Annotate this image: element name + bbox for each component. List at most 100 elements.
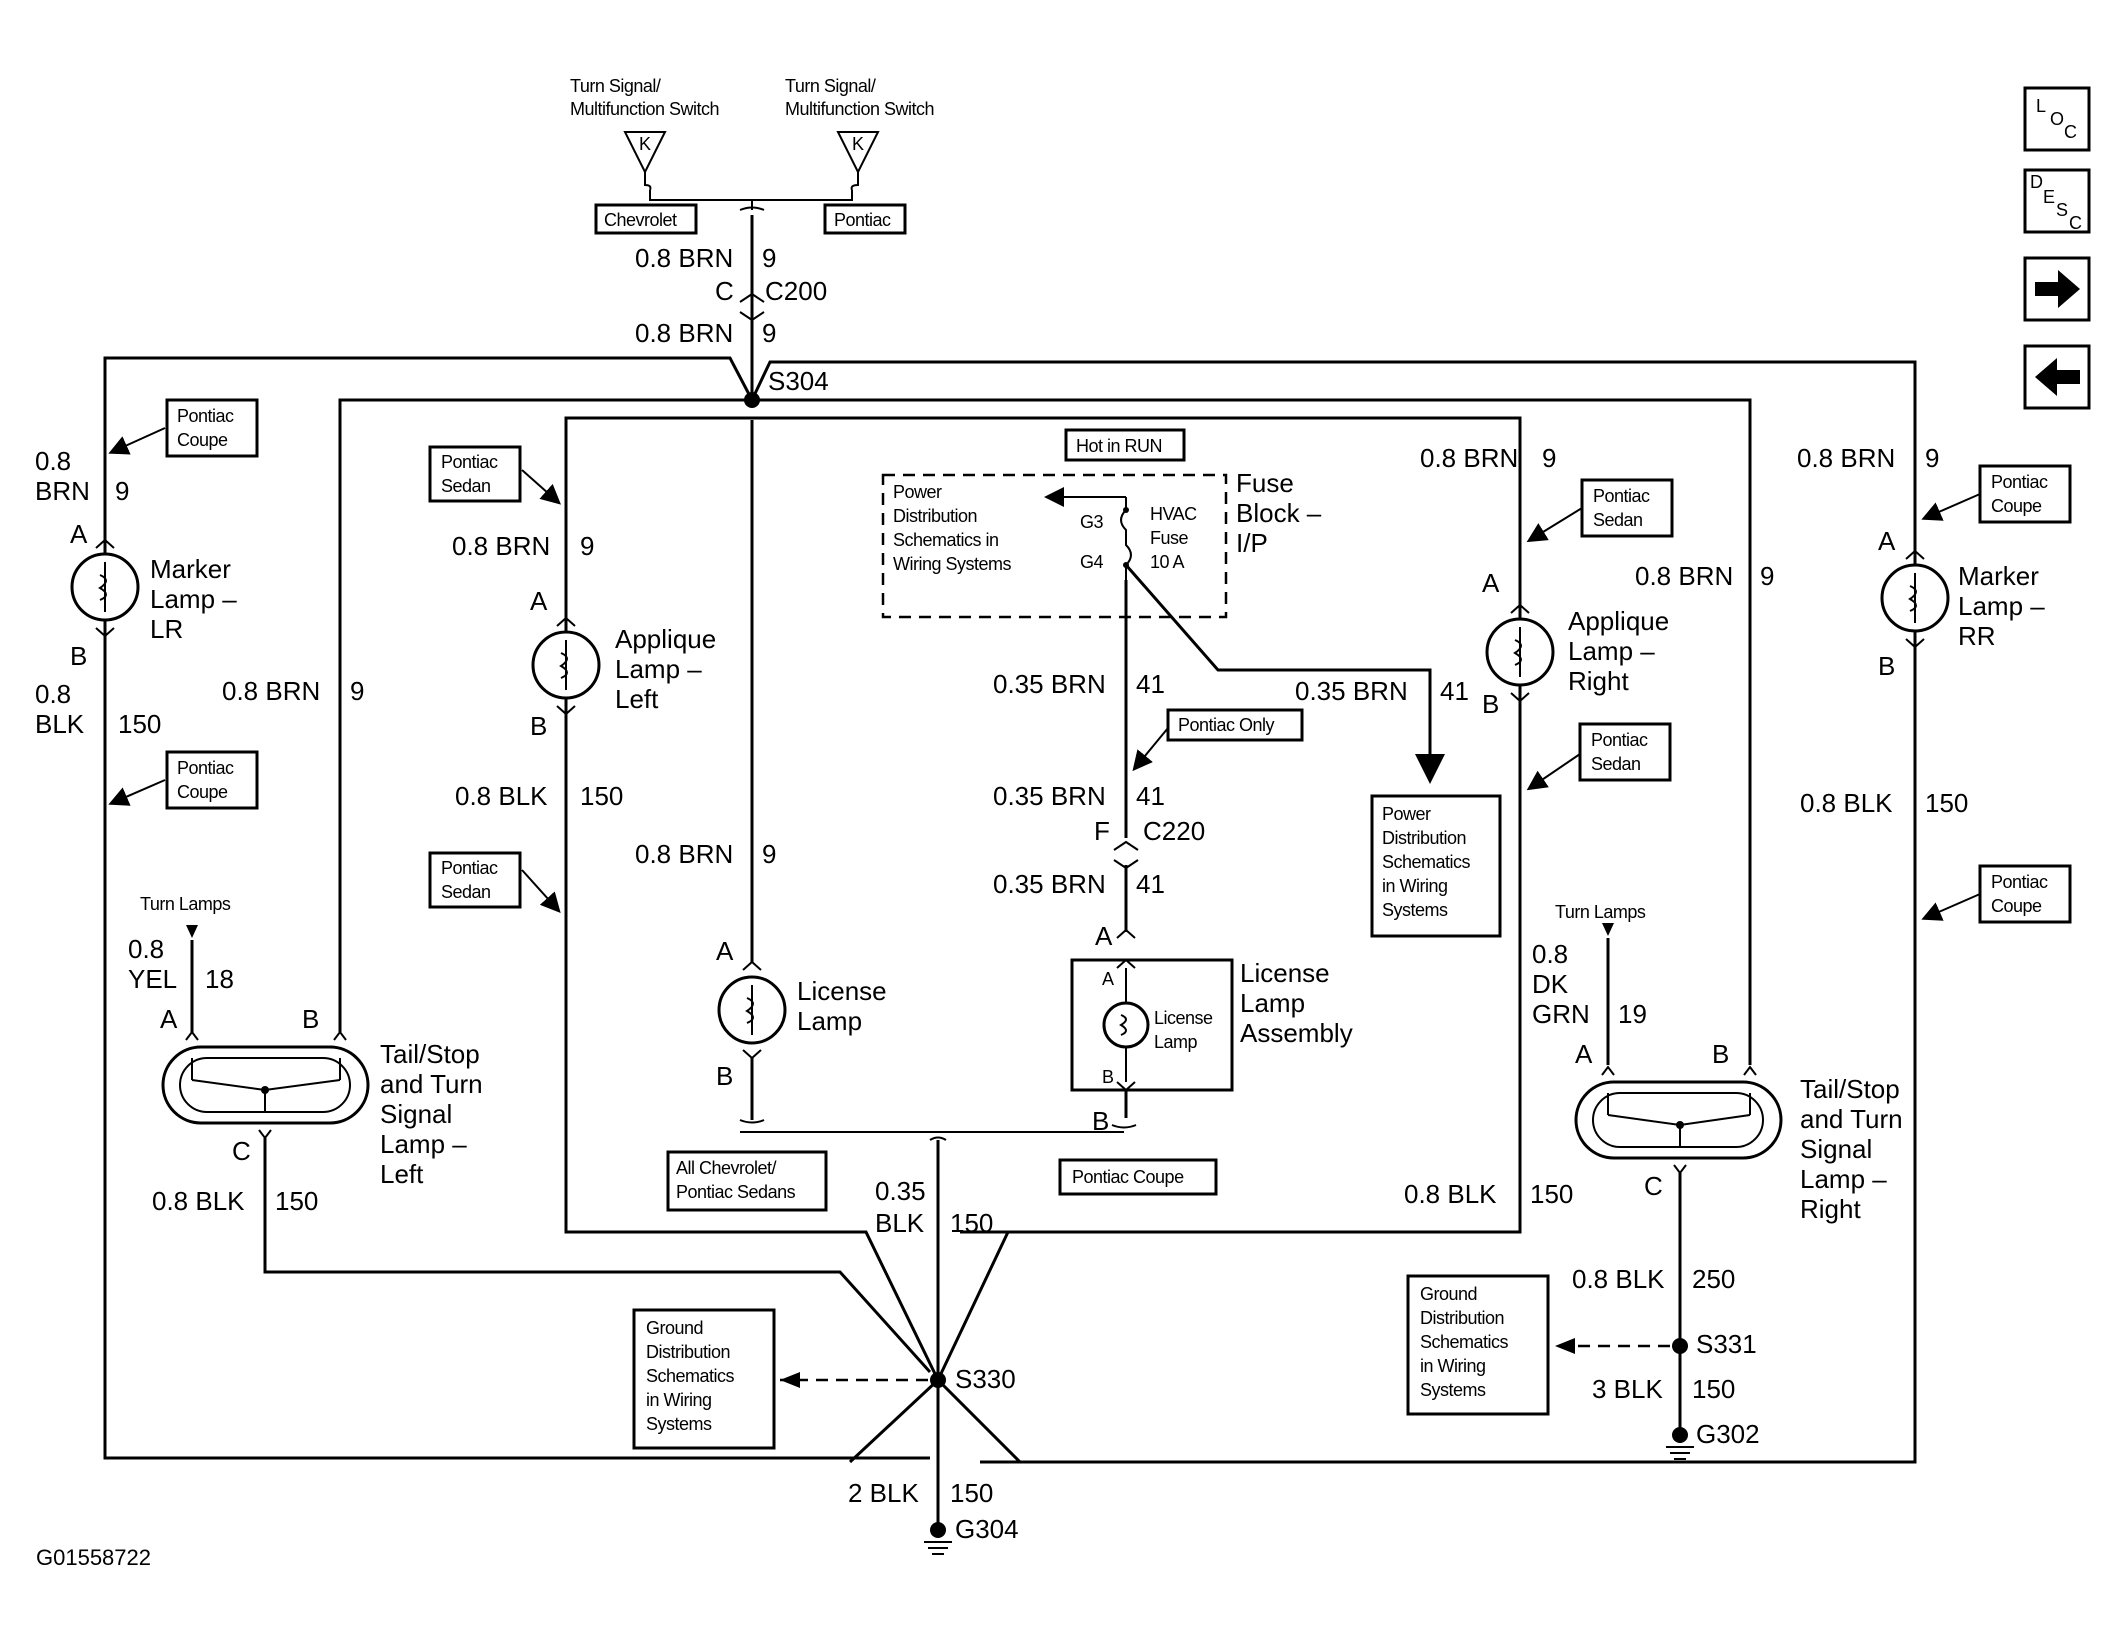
svg-text:B: B: [302, 1004, 319, 1034]
tag-hot-in-run: Hot in RUN: [1064, 428, 1186, 462]
svg-text:Distribution: Distribution: [1420, 1308, 1504, 1328]
next-page-button[interactable]: [2023, 256, 2091, 322]
svg-text:C: C: [715, 276, 734, 306]
svg-text:150: 150: [1692, 1374, 1735, 1404]
svg-text:L: L: [2036, 96, 2046, 116]
svg-text:Tail/Stop: Tail/Stop: [1800, 1074, 1900, 1104]
svg-text:A: A: [1102, 969, 1114, 989]
prev-page-button[interactable]: [2023, 344, 2091, 410]
svg-text:G4: G4: [1080, 552, 1104, 572]
svg-text:K: K: [852, 134, 864, 154]
fuse-block-ip: Power Distribution Schematics in Wiring …: [881, 473, 1228, 619]
svg-text:C220: C220: [1143, 816, 1205, 846]
tag-pontiac-sedan-left-bottom: Pontiac Sedan: [428, 851, 561, 913]
svg-text:C: C: [232, 1136, 251, 1166]
svg-text:Left: Left: [380, 1159, 424, 1189]
switch-chevrolet: Turn Signal/ Multifunction Switch K Chev…: [570, 76, 720, 235]
svg-text:Wiring Systems: Wiring Systems: [893, 554, 1012, 574]
svg-text:0.8 BLK: 0.8 BLK: [152, 1186, 245, 1216]
svg-text:O: O: [2050, 109, 2064, 129]
svg-text:HVAC: HVAC: [1150, 504, 1197, 524]
svg-text:B: B: [70, 641, 87, 671]
svg-text:B: B: [1102, 1067, 1114, 1087]
gds-box-right: Ground Distribution Schematics in Wiring…: [1406, 1274, 1550, 1416]
svg-text:A: A: [1482, 568, 1500, 598]
svg-text:Multifunction Switch: Multifunction Switch: [570, 99, 719, 119]
svg-text:0.8 BRN: 0.8 BRN: [222, 676, 320, 706]
pds-reference-box: Power Distribution Schematics in Wiring …: [1370, 794, 1502, 938]
svg-text:B: B: [530, 711, 547, 741]
arrow-right-icon: [2035, 270, 2080, 308]
svg-text:41: 41: [1440, 676, 1469, 706]
svg-text:and Turn: and Turn: [1800, 1104, 1903, 1134]
svg-text:Right: Right: [1568, 666, 1629, 696]
svg-text:0.8: 0.8: [128, 934, 164, 964]
svg-text:9: 9: [1925, 443, 1939, 473]
svg-text:Multifunction Switch: Multifunction Switch: [785, 99, 934, 119]
svg-text:Ground: Ground: [1420, 1284, 1477, 1304]
svg-text:F: F: [1094, 816, 1110, 846]
desc-button[interactable]: D E S C: [2023, 168, 2091, 234]
svg-text:0.8 BRN: 0.8 BRN: [452, 531, 550, 561]
svg-text:150: 150: [1925, 788, 1968, 818]
svg-text:G304: G304: [955, 1514, 1019, 1544]
svg-text:in Wiring: in Wiring: [646, 1390, 712, 1410]
svg-text:Power: Power: [893, 482, 942, 502]
svg-text:License: License: [1154, 1008, 1213, 1028]
svg-text:Ground: Ground: [646, 1318, 703, 1338]
svg-text:0.8 BRN: 0.8 BRN: [635, 243, 733, 273]
svg-text:9: 9: [762, 243, 776, 273]
svg-text:Fuse: Fuse: [1236, 468, 1294, 498]
svg-text:Schematics: Schematics: [1420, 1332, 1509, 1352]
svg-text:Left: Left: [615, 684, 659, 714]
svg-text:150: 150: [275, 1186, 318, 1216]
svg-text:0.8 BRN: 0.8 BRN: [635, 839, 733, 869]
svg-text:Power: Power: [1382, 804, 1431, 824]
svg-text:in Wiring: in Wiring: [1420, 1356, 1486, 1376]
loc-button[interactable]: L O C: [2023, 86, 2091, 152]
svg-text:A: A: [160, 1004, 178, 1034]
svg-text:I/P: I/P: [1236, 528, 1268, 558]
svg-text:150: 150: [1530, 1179, 1573, 1209]
tag-pontiac-sedan-right-top: Pontiac Sedan: [1526, 478, 1674, 543]
svg-text:41: 41: [1136, 781, 1165, 811]
svg-text:YEL: YEL: [128, 964, 177, 994]
svg-text:9: 9: [580, 531, 594, 561]
svg-text:19: 19: [1618, 999, 1647, 1029]
tail-stop-turn-lamp-left: [161, 1030, 370, 1140]
svg-text:Pontiac Coupe: Pontiac Coupe: [1072, 1167, 1184, 1187]
tag-pontiac-coupe-rr-bottom: Pontiac Coupe: [1921, 864, 2072, 924]
svg-text:Turn Lamps: Turn Lamps: [140, 894, 231, 914]
svg-text:2 BLK: 2 BLK: [848, 1478, 919, 1508]
license-lamp: [717, 960, 787, 1060]
svg-text:Lamp –: Lamp –: [615, 654, 702, 684]
svg-text:B: B: [1092, 1106, 1109, 1136]
svg-text:Schematics in: Schematics in: [893, 530, 999, 550]
svg-text:Pontiac: Pontiac: [177, 758, 234, 778]
svg-text:Distribution: Distribution: [646, 1342, 730, 1362]
svg-text:Sedan: Sedan: [1593, 510, 1643, 530]
switch-pontiac: Turn Signal/ Multifunction Switch K Pont…: [785, 76, 935, 235]
svg-text:0.35 BRN: 0.35 BRN: [993, 669, 1106, 699]
svg-text:E: E: [2043, 187, 2055, 207]
ground-g304: [924, 1522, 952, 1555]
svg-text:Pontiac: Pontiac: [1991, 472, 2048, 492]
svg-text:All Chevrolet/: All Chevrolet/: [676, 1158, 777, 1178]
gds-box-left: Ground Distribution Schematics in Wiring…: [632, 1308, 776, 1450]
svg-text:Tail/Stop: Tail/Stop: [380, 1039, 480, 1069]
svg-text:License: License: [797, 976, 887, 1006]
svg-text:3 BLK: 3 BLK: [1592, 1374, 1663, 1404]
svg-text:0.8 BRN: 0.8 BRN: [1420, 443, 1518, 473]
svg-text:Right: Right: [1800, 1194, 1861, 1224]
figure-id: G01558722: [36, 1545, 151, 1570]
svg-text:BLK: BLK: [875, 1208, 925, 1238]
svg-text:Coupe: Coupe: [177, 430, 228, 450]
svg-text:K: K: [639, 134, 651, 154]
svg-text:Applique: Applique: [615, 624, 716, 654]
svg-text:C200: C200: [765, 276, 827, 306]
svg-text:0.8 BRN: 0.8 BRN: [1797, 443, 1895, 473]
svg-text:G302: G302: [1696, 1419, 1760, 1449]
svg-text:Lamp: Lamp: [1240, 988, 1305, 1018]
tag-pontiac-coupe-rr-top: Pontiac Coupe: [1921, 464, 2072, 524]
